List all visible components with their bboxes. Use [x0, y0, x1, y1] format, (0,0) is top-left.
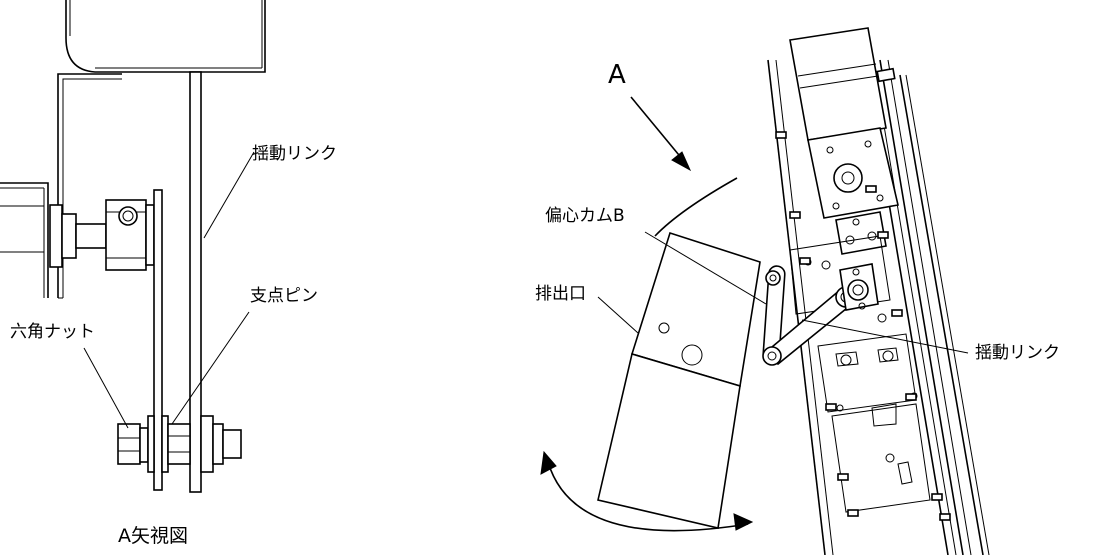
- swing-arc: [547, 461, 749, 532]
- leader-outlet: [597, 296, 639, 334]
- housing-block: [65, 0, 266, 73]
- label-outlet: 排出口: [535, 284, 586, 304]
- leader-fulcrum-pin: [171, 311, 250, 425]
- chute-curve: [654, 177, 738, 237]
- pin-end: [222, 429, 242, 459]
- eccentric-cam: [765, 270, 781, 286]
- label-fulcrum-pin: 支点ピン: [250, 286, 318, 306]
- swing-link-bar: [189, 71, 202, 493]
- shaft-housing: [0, 182, 49, 298]
- set-screw: [118, 206, 138, 226]
- fulcrum-pin: [167, 423, 191, 465]
- left-rail-outer: [767, 59, 826, 555]
- motor-body: [789, 27, 887, 141]
- outlet-lower: [597, 352, 741, 529]
- label-swing-link-right: 揺動リンク: [975, 343, 1060, 363]
- label-view-a: A: [608, 60, 626, 90]
- leader-swing-link: [203, 151, 255, 239]
- leader-hex-nut: [83, 347, 129, 429]
- rail-bolts: [775, 131, 951, 521]
- label-caption-a-view: A矢視図: [118, 525, 188, 547]
- cover-rail: [899, 74, 984, 555]
- label-hex-nut: 六角ナット: [10, 322, 95, 342]
- label-swing-link-left: 揺動リンク: [252, 144, 337, 164]
- vertical-plate: [153, 189, 163, 491]
- label-eccentric-cam-b: 偏心カムB: [545, 206, 625, 226]
- leader-eccentric-cam: [644, 231, 767, 305]
- leader-swing-link-right: [801, 319, 969, 354]
